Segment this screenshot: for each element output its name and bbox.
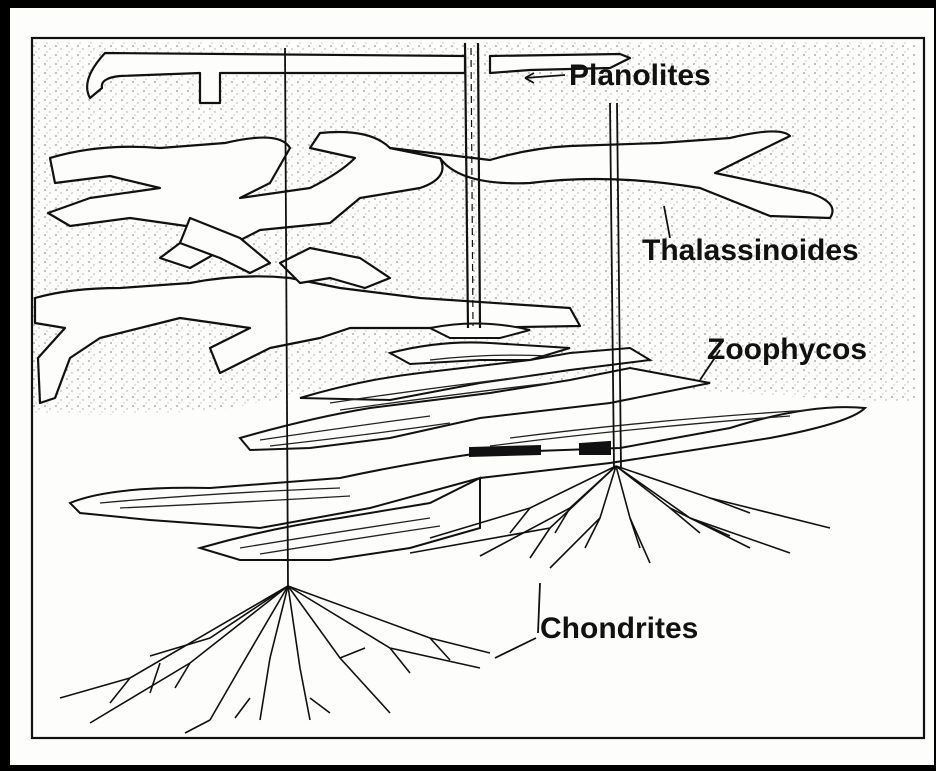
label-thalassinoides: Thalassinoides	[642, 236, 859, 266]
trace-fossil-diagram	[10, 8, 934, 765]
diagram-page: Planolites Thalassinoides Zoophycos Chon…	[10, 8, 934, 765]
label-zoophycos: Zoophycos	[707, 335, 867, 365]
chondrites-left-fan	[60, 586, 490, 733]
label-chondrites: Chondrites	[540, 614, 698, 644]
label-planolites: Planolites	[569, 61, 711, 91]
